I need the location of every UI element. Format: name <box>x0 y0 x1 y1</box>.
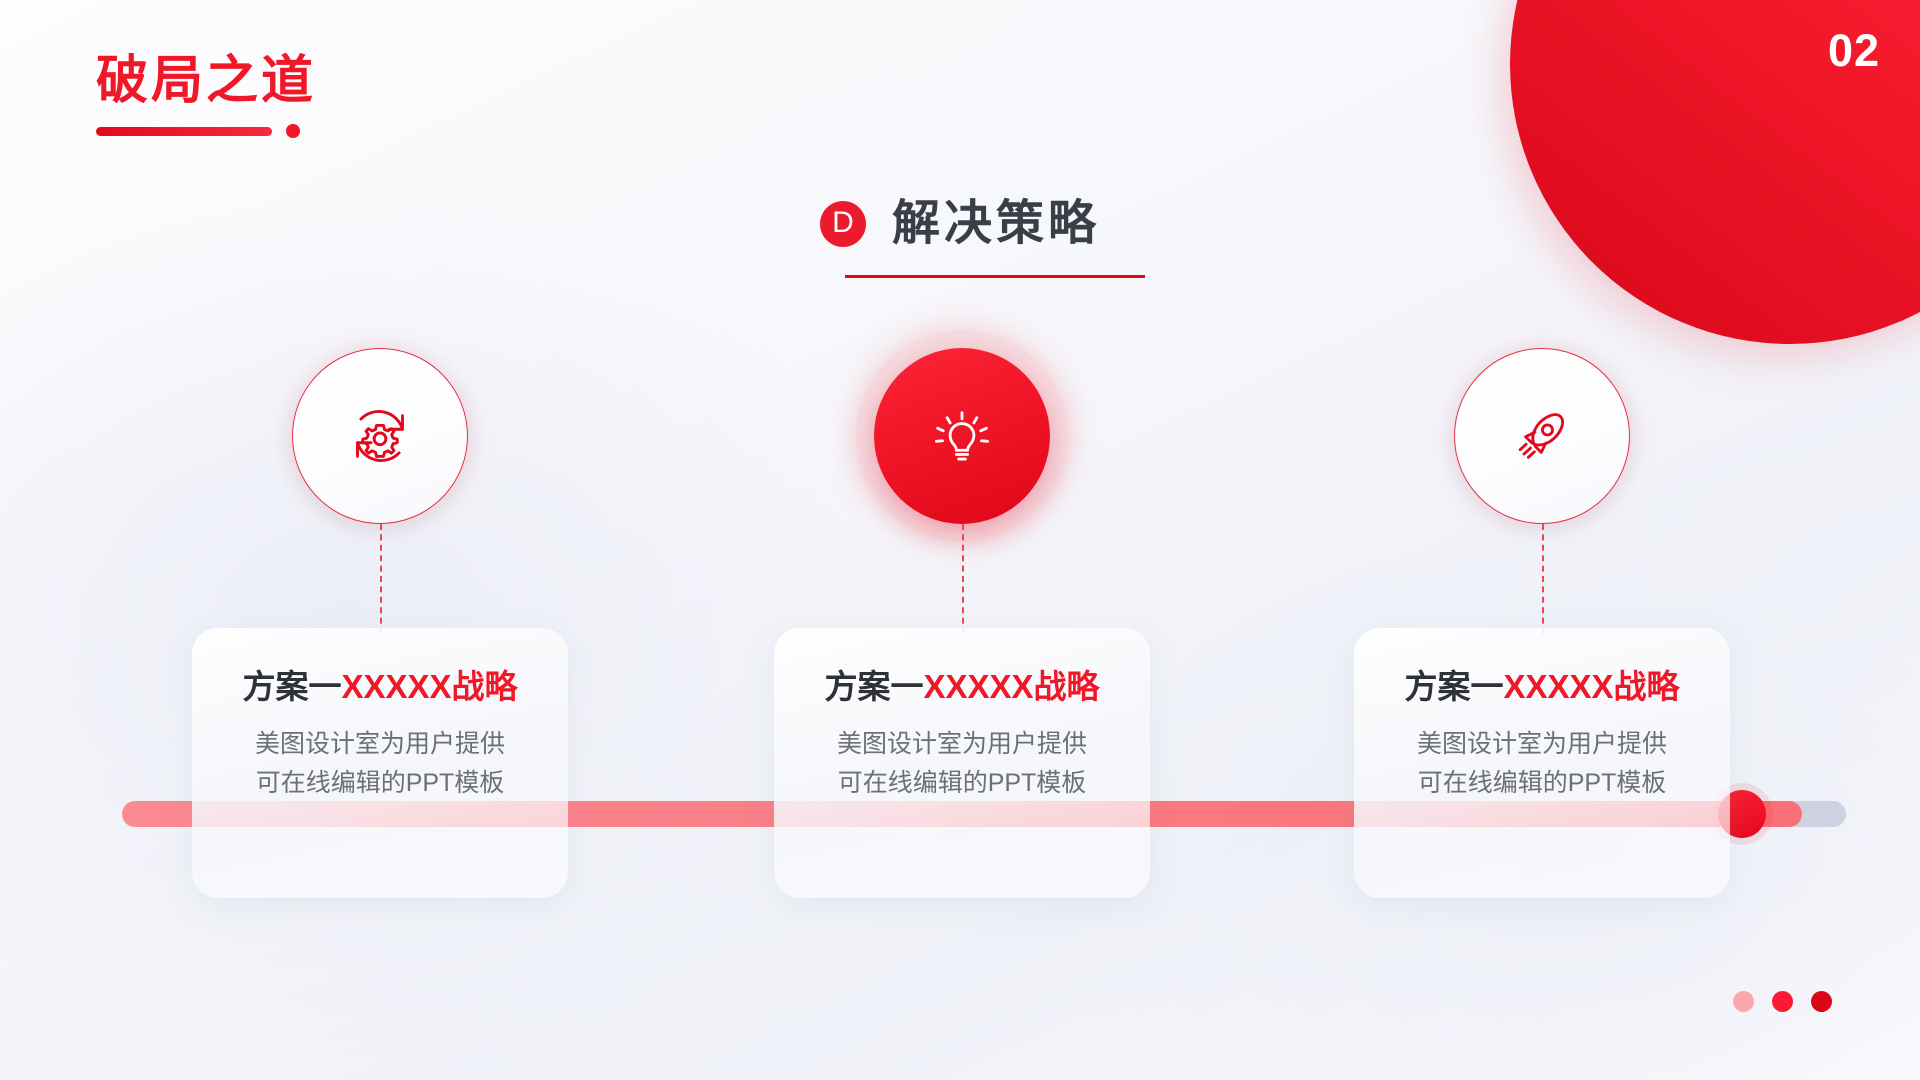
info-card-2-title-prefix: 方案一 <box>824 668 924 705</box>
info-card-2-title: 方案一XXXXX战略 <box>802 666 1122 707</box>
section-heading-block: D 解决策略 <box>0 197 1920 278</box>
info-card-2-desc-line2: 可在线编辑的PPT模板 <box>837 769 1087 797</box>
title-underline-dot <box>286 124 300 139</box>
info-card-3-desc-line1: 美图设计室为用户提供 <box>1416 730 1667 759</box>
info-card-2-desc-line1: 美图设计室为用户提供 <box>836 730 1087 759</box>
slide-number: 02 <box>1827 25 1880 76</box>
letter-badge-icon: D <box>819 201 866 248</box>
connector-line-2 <box>962 524 964 634</box>
connector-line-1 <box>380 524 382 634</box>
gear-cycle-icon <box>344 400 416 472</box>
info-card-2-description: 美图设计室为用户提供 可在线编辑的PPT模板 <box>802 725 1122 803</box>
title-underline-group <box>96 124 306 139</box>
info-card-1-title: 方案一XXXXX战略 <box>220 666 540 707</box>
section-heading-text: 解决策略 <box>891 197 1100 250</box>
timeline-node-3-circle <box>1454 348 1630 524</box>
rocket-icon <box>1507 401 1577 471</box>
letter-badge-label: D <box>832 206 854 240</box>
connector-line-3 <box>1542 524 1544 634</box>
info-card-3-description: 美图设计室为用户提供 可在线编辑的PPT模板 <box>1382 725 1702 803</box>
timeline-node-3[interactable] <box>1454 348 1630 524</box>
info-card-3-title: 方案一XXXXX战略 <box>1382 666 1702 707</box>
section-heading-underline <box>845 274 1145 278</box>
info-card-1-description: 美图设计室为用户提供 可在线编辑的PPT模板 <box>220 725 540 803</box>
pagination-dots <box>1733 991 1832 1012</box>
info-card-3[interactable]: 方案一XXXXX战略 美图设计室为用户提供 可在线编辑的PPT模板 <box>1354 628 1730 898</box>
timeline-node-2[interactable] <box>856 330 1068 542</box>
info-card-3-title-prefix: 方案一 <box>1404 668 1504 705</box>
info-card-1-title-accent: XXXXX战略 <box>341 668 518 705</box>
info-card-1[interactable]: 方案一XXXXX战略 美图设计室为用户提供 可在线编辑的PPT模板 <box>192 628 568 898</box>
info-card-2[interactable]: 方案一XXXXX战略 美图设计室为用户提供 可在线编辑的PPT模板 <box>774 628 1150 898</box>
title-underline-bar <box>96 127 272 137</box>
info-card-2-title-accent: XXXXX战略 <box>923 668 1100 705</box>
info-card-3-desc-line2: 可在线编辑的PPT模板 <box>1417 769 1667 797</box>
heading-row: D 解决策略 <box>819 197 1100 251</box>
pagination-dot-1[interactable] <box>1733 991 1754 1012</box>
info-card-3-title-accent: XXXXX战略 <box>1503 668 1680 705</box>
pagination-dot-2[interactable] <box>1772 991 1793 1012</box>
lightbulb-icon <box>924 398 1000 474</box>
slide-title-block: 破局之道 <box>96 52 317 139</box>
timeline-node-1[interactable] <box>292 348 468 524</box>
info-card-1-desc-line2: 可在线编辑的PPT模板 <box>255 769 505 797</box>
pagination-dot-3[interactable] <box>1811 991 1832 1012</box>
timeline-node-2-circle <box>874 348 1050 524</box>
info-card-1-desc-line1: 美图设计室为用户提供 <box>254 730 505 759</box>
page-title: 破局之道 <box>96 52 317 110</box>
info-card-1-title-prefix: 方案一 <box>242 668 342 705</box>
timeline-node-1-circle <box>292 348 468 524</box>
